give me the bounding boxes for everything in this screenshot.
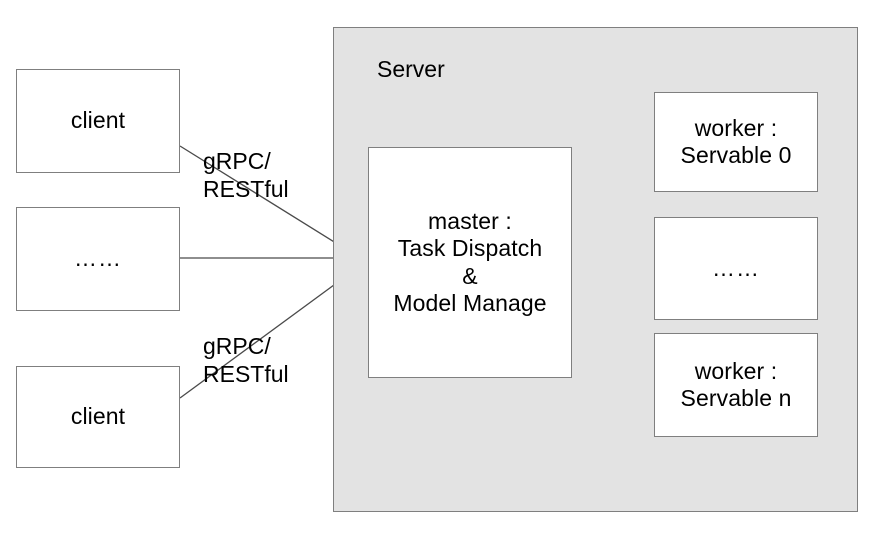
node-worker-n-label: worker : Servable n	[680, 357, 792, 411]
node-worker-n[interactable]: worker : Servable n	[654, 333, 818, 437]
node-worker-0-label: worker : Servable 0	[680, 114, 792, 168]
node-client-top-label: client	[70, 107, 126, 134]
node-client-ellipsis-label: ……	[74, 245, 122, 272]
node-client-ellipsis[interactable]: ……	[16, 207, 180, 311]
edge-label-protocol-bottom: gRPC/ RESTful	[203, 333, 289, 387]
edge-label-protocol-top: gRPC/ RESTful	[203, 148, 289, 202]
node-worker-ellipsis[interactable]: ……	[654, 217, 818, 320]
server-container-title: Server	[377, 56, 445, 82]
node-client-bottom-label: client	[70, 403, 126, 430]
node-worker-ellipsis-label: ……	[712, 254, 760, 281]
node-master[interactable]: master : Task Dispatch & Model Manage	[368, 147, 572, 378]
node-worker-0[interactable]: worker : Servable 0	[654, 92, 818, 192]
node-master-label: master : Task Dispatch & Model Manage	[393, 208, 547, 316]
node-client-bottom[interactable]: client	[16, 366, 180, 468]
node-client-top[interactable]: client	[16, 69, 180, 173]
